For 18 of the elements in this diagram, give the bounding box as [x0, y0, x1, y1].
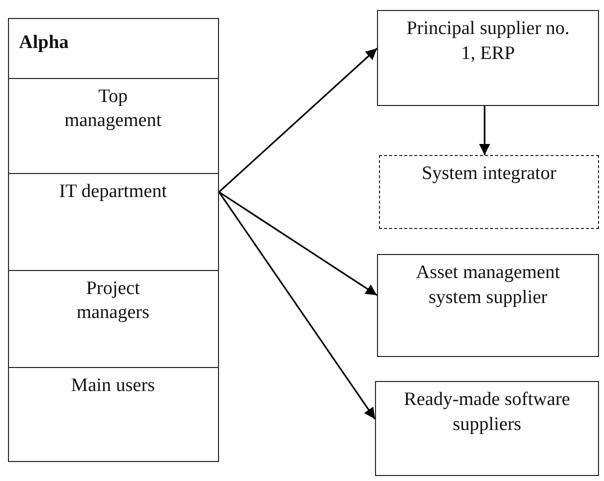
arrow: [218, 192, 376, 420]
arrow: [479, 106, 490, 155]
process-box: [379, 155, 599, 229]
box-label: Main users: [71, 374, 155, 398]
box-label: IT department: [59, 180, 167, 204]
box-label: Project managers: [76, 276, 150, 326]
box-label: Asset management system supplier: [414, 261, 562, 310]
process-box: [377, 10, 599, 106]
box-label: Principal supplier no. 1, ERP: [405, 17, 571, 66]
process-box: [375, 381, 599, 476]
box-label: Ready-made software suppliers: [402, 388, 572, 437]
arrow: [218, 191, 378, 296]
box-label: Top management: [63, 84, 163, 134]
process-box: [377, 254, 599, 357]
arrow: [218, 48, 378, 193]
group-box: [8, 18, 219, 462]
box-label: System integrator: [422, 162, 556, 186]
group-heading: Alpha: [19, 31, 69, 55]
